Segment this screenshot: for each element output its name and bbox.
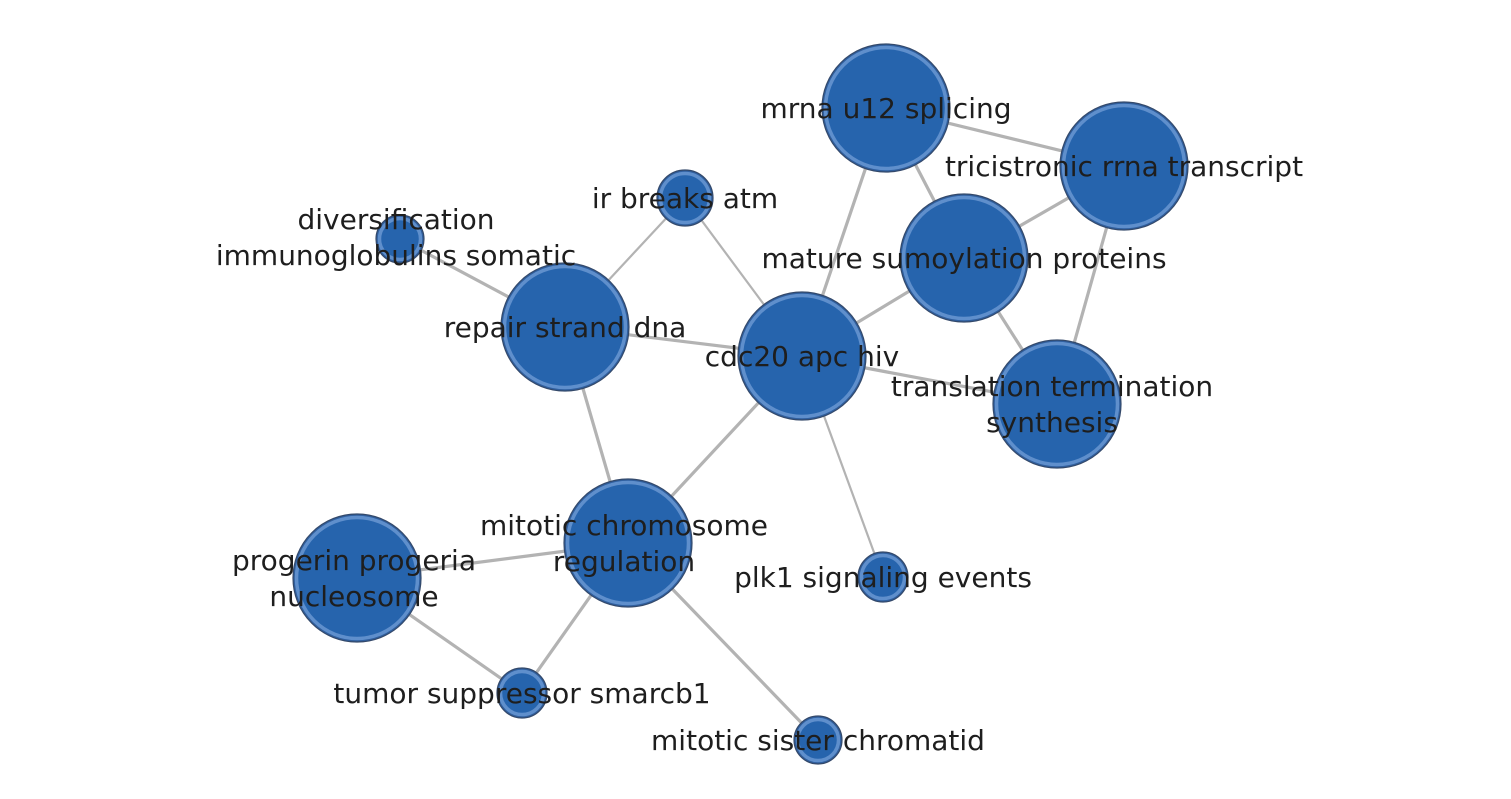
node-label-cdc20: cdc20 apc hiv [705, 340, 899, 373]
node-mrna[interactable] [821, 43, 951, 173]
node-label-line: mrna u12 splicing [761, 92, 1012, 125]
node-translation[interactable] [992, 339, 1122, 469]
labels-layer: mrna u12 splicing tricistronic rrna trans… [216, 92, 1303, 757]
node-label-line: cdc20 apc hiv [705, 340, 899, 373]
node-label-line: mitotic chromosome [480, 509, 768, 542]
node-mitotic-sister[interactable] [793, 715, 843, 765]
node-label-line: mature sumoylation proteins [761, 242, 1166, 275]
node-circle-fill [859, 553, 907, 601]
node-label-repair: repair strand dna [444, 311, 687, 344]
node-circle-fill [795, 717, 841, 763]
node-label-mature: mature sumoylation proteins [761, 242, 1166, 275]
node-label-line: repair strand dna [444, 311, 687, 344]
node-label-line: mitotic sister chromatid [651, 724, 985, 757]
node-label-line: synthesis [986, 406, 1118, 439]
node-mitotic-reg[interactable] [563, 478, 693, 608]
node-label-line: plk1 signaling events [734, 561, 1032, 594]
node-circle-fill [901, 195, 1027, 321]
node-circle-fill [658, 171, 712, 225]
node-label-mitotic-sister: mitotic sister chromatid [651, 724, 985, 757]
node-circle-fill [498, 669, 546, 717]
node-label-line: immunoglobulins somatic [216, 239, 576, 272]
node-label-line: tumor suppressor smarcb1 [333, 677, 710, 710]
node-label-ir: ir breaks atm [592, 182, 778, 215]
node-label-line: regulation [553, 545, 695, 578]
node-progerin[interactable] [292, 513, 422, 643]
node-circle-fill [377, 216, 423, 262]
node-circle-fill [739, 293, 865, 419]
node-label-line: tricistronic rrna transcript [945, 150, 1303, 183]
node-circle-fill [823, 45, 949, 171]
node-label-tricistronic: tricistronic rrna transcript [945, 150, 1303, 183]
node-label-mrna: mrna u12 splicing [761, 92, 1012, 125]
node-circle-fill [294, 515, 420, 641]
node-circle-fill [994, 341, 1120, 467]
node-label-line: progerin progeria [232, 544, 476, 577]
node-circle-fill [1061, 103, 1187, 229]
node-label-line: nucleosome [269, 580, 438, 613]
node-diversification[interactable] [375, 214, 425, 264]
node-ir[interactable] [656, 169, 714, 227]
node-circle-fill [502, 264, 628, 390]
node-circle-fill [565, 480, 691, 606]
node-label-line: ir breaks atm [592, 182, 778, 215]
node-repair[interactable] [500, 262, 630, 392]
node-cdc20[interactable] [737, 291, 867, 421]
node-label-plk1: plk1 signaling events [734, 561, 1032, 594]
node-tricistronic[interactable] [1059, 101, 1189, 231]
node-label-tumor: tumor suppressor smarcb1 [333, 677, 710, 710]
nodes-layer [292, 43, 1189, 765]
node-tumor[interactable] [496, 667, 548, 719]
node-plk1[interactable] [857, 551, 909, 603]
node-mature[interactable] [899, 193, 1029, 323]
node-label-line: diversification [297, 203, 494, 236]
node-label-line: translation termination [891, 370, 1213, 403]
